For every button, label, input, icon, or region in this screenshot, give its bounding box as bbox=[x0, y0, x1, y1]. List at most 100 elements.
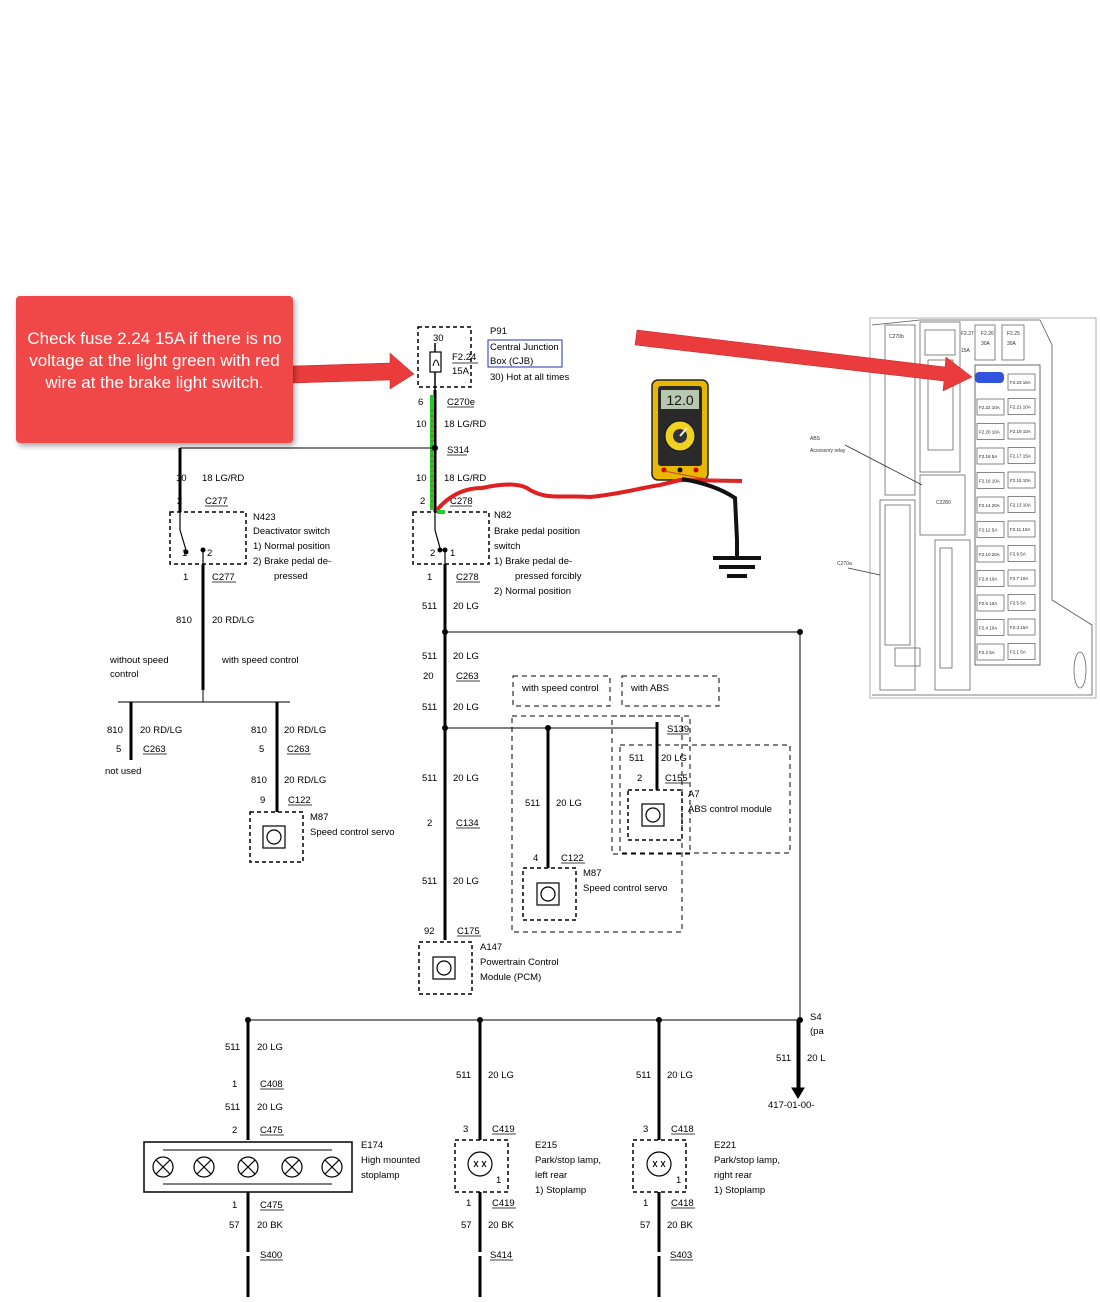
instruction-callout: Check fuse 2.24 15A if there is no volta… bbox=[16, 296, 293, 443]
svg-text:57: 57 bbox=[461, 1220, 472, 1231]
svg-text:S314: S314 bbox=[447, 445, 469, 456]
svg-text:1: 1 bbox=[183, 572, 188, 583]
fuse-label: F2.10 20A bbox=[979, 552, 1000, 557]
svg-text:511: 511 bbox=[422, 876, 437, 887]
svg-text:810: 810 bbox=[176, 615, 192, 626]
svg-text:C270b: C270b bbox=[889, 334, 904, 340]
svg-text:C278: C278 bbox=[450, 496, 473, 507]
svg-text:1: 1 bbox=[496, 1175, 501, 1186]
svg-text:C418: C418 bbox=[671, 1124, 694, 1135]
svg-text:20 BK: 20 BK bbox=[257, 1220, 284, 1231]
fuse-label: F2.20 10A bbox=[979, 430, 1000, 435]
svg-text:20 LG: 20 LG bbox=[257, 1102, 283, 1113]
svg-text:pressed: pressed bbox=[274, 571, 308, 582]
fuse-label: F2.1 5A bbox=[1010, 650, 1026, 655]
n423-switch-box bbox=[169, 511, 247, 565]
svg-text:C278: C278 bbox=[456, 572, 479, 583]
svg-text:1) Stoplamp: 1) Stoplamp bbox=[535, 1185, 586, 1196]
svg-text:C418: C418 bbox=[671, 1198, 694, 1209]
svg-text:(pa: (pa bbox=[810, 1026, 824, 1037]
fuse-slot bbox=[976, 447, 1005, 465]
fuse-slot bbox=[976, 472, 1005, 489]
svg-text:right rear: right rear bbox=[714, 1170, 752, 1181]
svg-text:E215: E215 bbox=[535, 1140, 557, 1151]
fuse-slot bbox=[1007, 422, 1036, 440]
svg-text:pressed forcibly: pressed forcibly bbox=[515, 571, 582, 582]
svg-text:30A: 30A bbox=[1007, 341, 1017, 347]
svg-text:E221: E221 bbox=[714, 1140, 736, 1151]
svg-text:2: 2 bbox=[430, 548, 435, 559]
fuse-label: F2.19 10A bbox=[1010, 429, 1031, 434]
svg-text:20 BK: 20 BK bbox=[667, 1220, 694, 1231]
svg-text:M87: M87 bbox=[310, 812, 328, 823]
fuse-slot bbox=[976, 496, 1005, 514]
svg-text:810: 810 bbox=[107, 725, 123, 736]
svg-text:with speed control: with speed control bbox=[521, 683, 599, 694]
svg-text:1: 1 bbox=[182, 548, 187, 559]
svg-text:C263: C263 bbox=[287, 744, 310, 755]
svg-text:57: 57 bbox=[229, 1220, 240, 1231]
fuse-label: F2.13 10A bbox=[1010, 503, 1031, 508]
svg-text:C475: C475 bbox=[260, 1125, 283, 1136]
svg-text:S400: S400 bbox=[260, 1250, 282, 1261]
callout-arrow bbox=[292, 352, 415, 390]
svg-text:F2.24: F2.24 bbox=[452, 352, 476, 363]
svg-text:2: 2 bbox=[427, 818, 432, 829]
svg-text:A147: A147 bbox=[480, 942, 502, 953]
fuse-label: F2.21 10A bbox=[1010, 405, 1031, 410]
svg-text:Brake pedal position: Brake pedal position bbox=[494, 526, 580, 537]
svg-text:A7: A7 bbox=[688, 789, 700, 800]
svg-text:N82: N82 bbox=[494, 510, 511, 521]
svg-text:417-01-00-: 417-01-00- bbox=[768, 1100, 814, 1111]
fuse-label: F2.5 5A bbox=[1010, 601, 1026, 606]
svg-text:2: 2 bbox=[177, 496, 182, 507]
svg-text:C134: C134 bbox=[456, 818, 479, 829]
fuse-label: F2.4 10A bbox=[979, 626, 997, 631]
svg-text:1: 1 bbox=[643, 1198, 648, 1209]
svg-text:20 LG: 20 LG bbox=[488, 1070, 514, 1081]
svg-text:C475: C475 bbox=[260, 1200, 283, 1211]
meter-reading: 12.0 bbox=[666, 392, 693, 408]
svg-text:Speed control servo: Speed control servo bbox=[310, 827, 395, 838]
svg-text:18 LG/RD: 18 LG/RD bbox=[202, 473, 244, 484]
svg-text:57: 57 bbox=[640, 1220, 651, 1231]
svg-text:20 LG: 20 LG bbox=[453, 601, 479, 612]
svg-text:Box (CJB): Box (CJB) bbox=[490, 356, 533, 367]
svg-text:810: 810 bbox=[251, 775, 267, 786]
fuse-label: F2.15 10A bbox=[1010, 478, 1031, 483]
svg-text:Powertrain Control: Powertrain Control bbox=[480, 957, 559, 968]
fuse-224-marker bbox=[975, 372, 1004, 383]
m87-left-box bbox=[249, 811, 304, 863]
svg-text:C419: C419 bbox=[492, 1198, 515, 1209]
meter-display bbox=[661, 390, 699, 409]
svg-text:1: 1 bbox=[232, 1079, 237, 1090]
svg-text:Accessory relay: Accessory relay bbox=[810, 448, 846, 454]
svg-text:3: 3 bbox=[643, 1124, 648, 1135]
fuse-label: F2.11 10A bbox=[1010, 527, 1030, 532]
svg-text:20 RD/LG: 20 RD/LG bbox=[212, 615, 254, 626]
fuse-label: F2.12 5A bbox=[979, 528, 997, 533]
fuse-slot bbox=[1007, 398, 1036, 415]
svg-text:1: 1 bbox=[232, 1200, 237, 1211]
svg-text:C277: C277 bbox=[212, 572, 235, 583]
callout-text: Check fuse 2.24 15A if there is no volta… bbox=[27, 329, 282, 392]
fuse-label: F2.9 5A bbox=[1010, 552, 1026, 557]
svg-text:4: 4 bbox=[533, 853, 538, 864]
svg-text:2) Normal position: 2) Normal position bbox=[494, 586, 571, 597]
svg-text:1) Stoplamp: 1) Stoplamp bbox=[714, 1185, 765, 1196]
svg-text:M87: M87 bbox=[583, 868, 601, 879]
fuse-label: F2.18 5A bbox=[979, 454, 997, 459]
svg-text:511: 511 bbox=[422, 702, 437, 713]
svg-text:15A: 15A bbox=[961, 348, 971, 354]
svg-text:18 LG/RD: 18 LG/RD bbox=[444, 419, 486, 430]
svg-text:C263: C263 bbox=[456, 671, 479, 682]
fuse-slot bbox=[1007, 471, 1036, 489]
fuse-slot bbox=[976, 643, 1005, 661]
fuse-slot bbox=[976, 398, 1005, 416]
fuse-slot bbox=[1007, 373, 1036, 391]
svg-text:2: 2 bbox=[637, 773, 642, 784]
svg-text:F2.25: F2.25 bbox=[1007, 331, 1020, 337]
fuse-slot bbox=[1007, 569, 1036, 587]
svg-text:10: 10 bbox=[416, 473, 427, 484]
